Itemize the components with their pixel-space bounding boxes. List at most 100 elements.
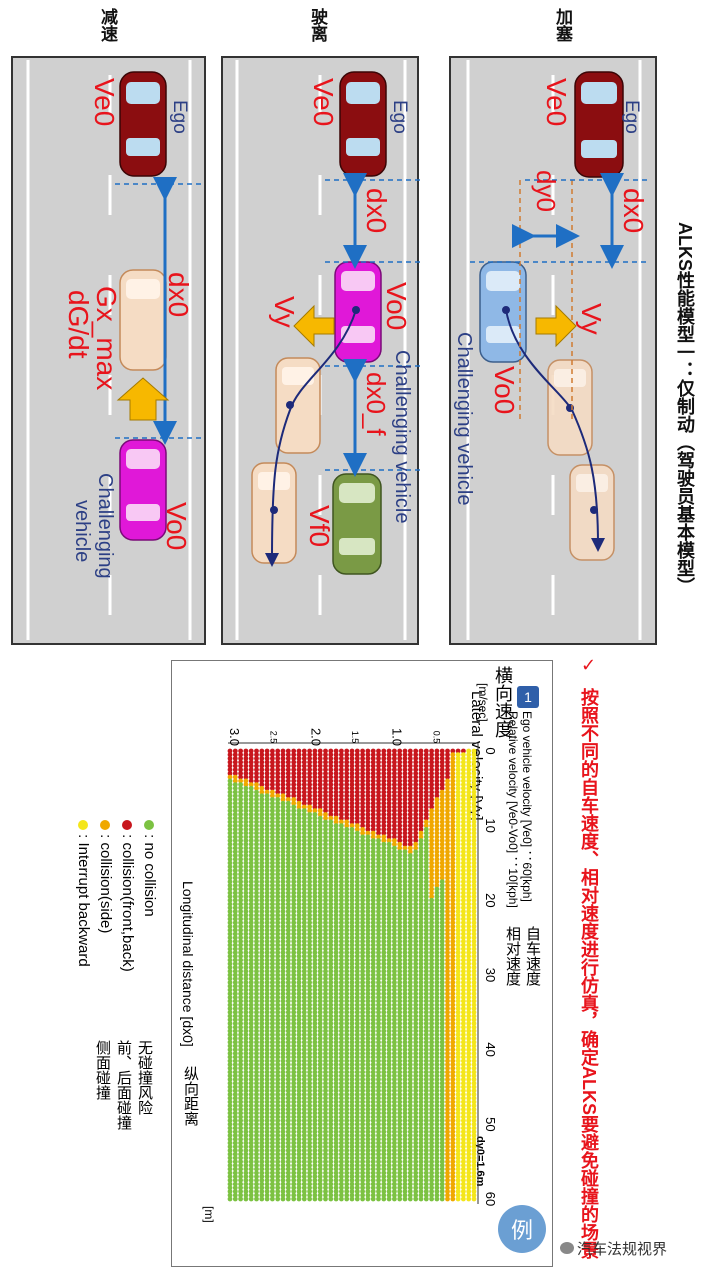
heatmap-cell — [354, 819, 360, 825]
heatmap-cell — [344, 1140, 350, 1146]
heatmap-cell — [407, 924, 413, 929]
heatmap-cell — [376, 1170, 381, 1176]
heatmap-cell — [418, 808, 424, 814]
heatmap-cell — [429, 931, 434, 937]
heatmap-cell — [360, 1103, 365, 1109]
heatmap-cell — [381, 875, 387, 881]
heatmap-cell — [461, 752, 466, 758]
heatmap-cell — [402, 838, 408, 843]
heatmap-cell — [407, 871, 413, 877]
heatmap-cell — [381, 1170, 387, 1176]
heatmap-cell — [376, 1073, 381, 1079]
heatmap-cell — [376, 782, 381, 787]
heatmap-cell — [439, 841, 445, 847]
heatmap-cell — [381, 819, 387, 825]
heatmap-cell — [370, 748, 376, 754]
heatmap-cell — [344, 983, 350, 989]
heatmap-cell — [397, 935, 403, 941]
heatmap-cell — [344, 1103, 350, 1109]
heatmap-cell — [434, 1054, 440, 1060]
heatmap-cell — [413, 830, 419, 836]
heatmap-cell — [450, 1148, 456, 1153]
heatmap-cell — [402, 1107, 408, 1112]
heatmap-cell — [354, 1166, 360, 1172]
heatmap-cell — [407, 983, 413, 989]
heatmap-cell — [466, 800, 472, 806]
heatmap-cell — [328, 1196, 334, 1202]
heatmap-cell — [461, 767, 466, 773]
heatmap-cell — [429, 1032, 434, 1038]
heatmap-cell — [386, 1006, 392, 1011]
heatmap-cell — [439, 756, 445, 761]
heatmap-cell — [471, 1185, 477, 1191]
heatmap-cell — [370, 1136, 376, 1142]
heatmap-cell — [429, 1009, 434, 1015]
heatmap-cell — [344, 845, 350, 851]
heatmap-cell — [354, 1032, 360, 1038]
heatmap-cell — [434, 875, 440, 881]
heatmap-cell — [392, 1021, 397, 1026]
heatmap-cell — [450, 1013, 456, 1019]
heatmap-cell — [423, 1192, 429, 1198]
heatmap-cell — [392, 789, 397, 795]
heatmap-cell — [349, 834, 355, 840]
heatmap-cell — [402, 1125, 408, 1131]
heatmap-cell — [349, 1028, 355, 1034]
heatmap-cell — [344, 957, 350, 963]
heatmap-cell — [471, 1114, 477, 1120]
heatmap-cell — [450, 771, 456, 776]
vehicle-label-decel: vehicle — [71, 500, 93, 563]
heatmap-cell — [386, 871, 392, 877]
heatmap-cell — [402, 1151, 408, 1157]
heatmap-cell — [445, 987, 450, 993]
heatmap-cell — [434, 912, 440, 918]
heatmap-cell — [450, 1129, 456, 1135]
heatmap-cell — [354, 1103, 360, 1109]
heatmap-cell — [349, 1058, 355, 1064]
heatmap-cell — [360, 995, 365, 1000]
heatmap-cell — [365, 1129, 371, 1135]
heatmap-cell — [407, 1192, 413, 1198]
heatmap-cell — [360, 1185, 365, 1191]
heatmap-cell — [450, 894, 456, 899]
heatmap-cell — [413, 1181, 419, 1187]
heatmap-cell — [418, 1036, 424, 1041]
heatmap-cell — [466, 864, 472, 870]
heatmap-cell — [471, 883, 477, 888]
heatmap-cell — [392, 995, 397, 1000]
heatmap-cell — [370, 797, 376, 802]
heatmap-cell — [397, 920, 403, 926]
heatmap-cell — [434, 841, 440, 847]
heatmap-cell — [386, 856, 392, 862]
heatmap-cell — [344, 1181, 350, 1187]
heatmap-cell — [445, 897, 450, 903]
heatmap-cell — [450, 1036, 456, 1041]
heatmap-cell — [344, 946, 350, 952]
heatmap-cell — [434, 815, 440, 821]
heatmap-cell — [450, 1177, 456, 1183]
heatmap-cell — [397, 924, 403, 929]
heatmap-cell — [392, 886, 397, 892]
heatmap-cell — [381, 1151, 387, 1157]
heatmap-cell — [285, 1196, 291, 1202]
heatmap-cell — [455, 1043, 461, 1049]
heatmap-cell — [381, 782, 387, 787]
heatmap-cell — [439, 759, 445, 765]
heatmap-cell — [397, 774, 403, 780]
heatmap-cell — [360, 1170, 365, 1176]
heatmap-cell — [376, 991, 381, 997]
heatmap-cell — [466, 1110, 472, 1116]
heatmap-cell — [413, 812, 419, 817]
heatmap-cell — [439, 1129, 445, 1135]
heatmap-cell — [392, 905, 397, 911]
heatmap-cell — [418, 1140, 424, 1146]
heatmap-cell — [439, 931, 445, 937]
heatmap-cell — [370, 1017, 376, 1023]
heatmap-cell — [434, 1095, 440, 1101]
heatmap-cell — [402, 1118, 408, 1123]
heatmap-cell — [413, 1092, 419, 1097]
heatmap-cell — [439, 875, 445, 881]
heatmap-cell — [365, 845, 371, 851]
heatmap-cell — [434, 763, 440, 769]
heatmap-cell — [402, 778, 408, 784]
